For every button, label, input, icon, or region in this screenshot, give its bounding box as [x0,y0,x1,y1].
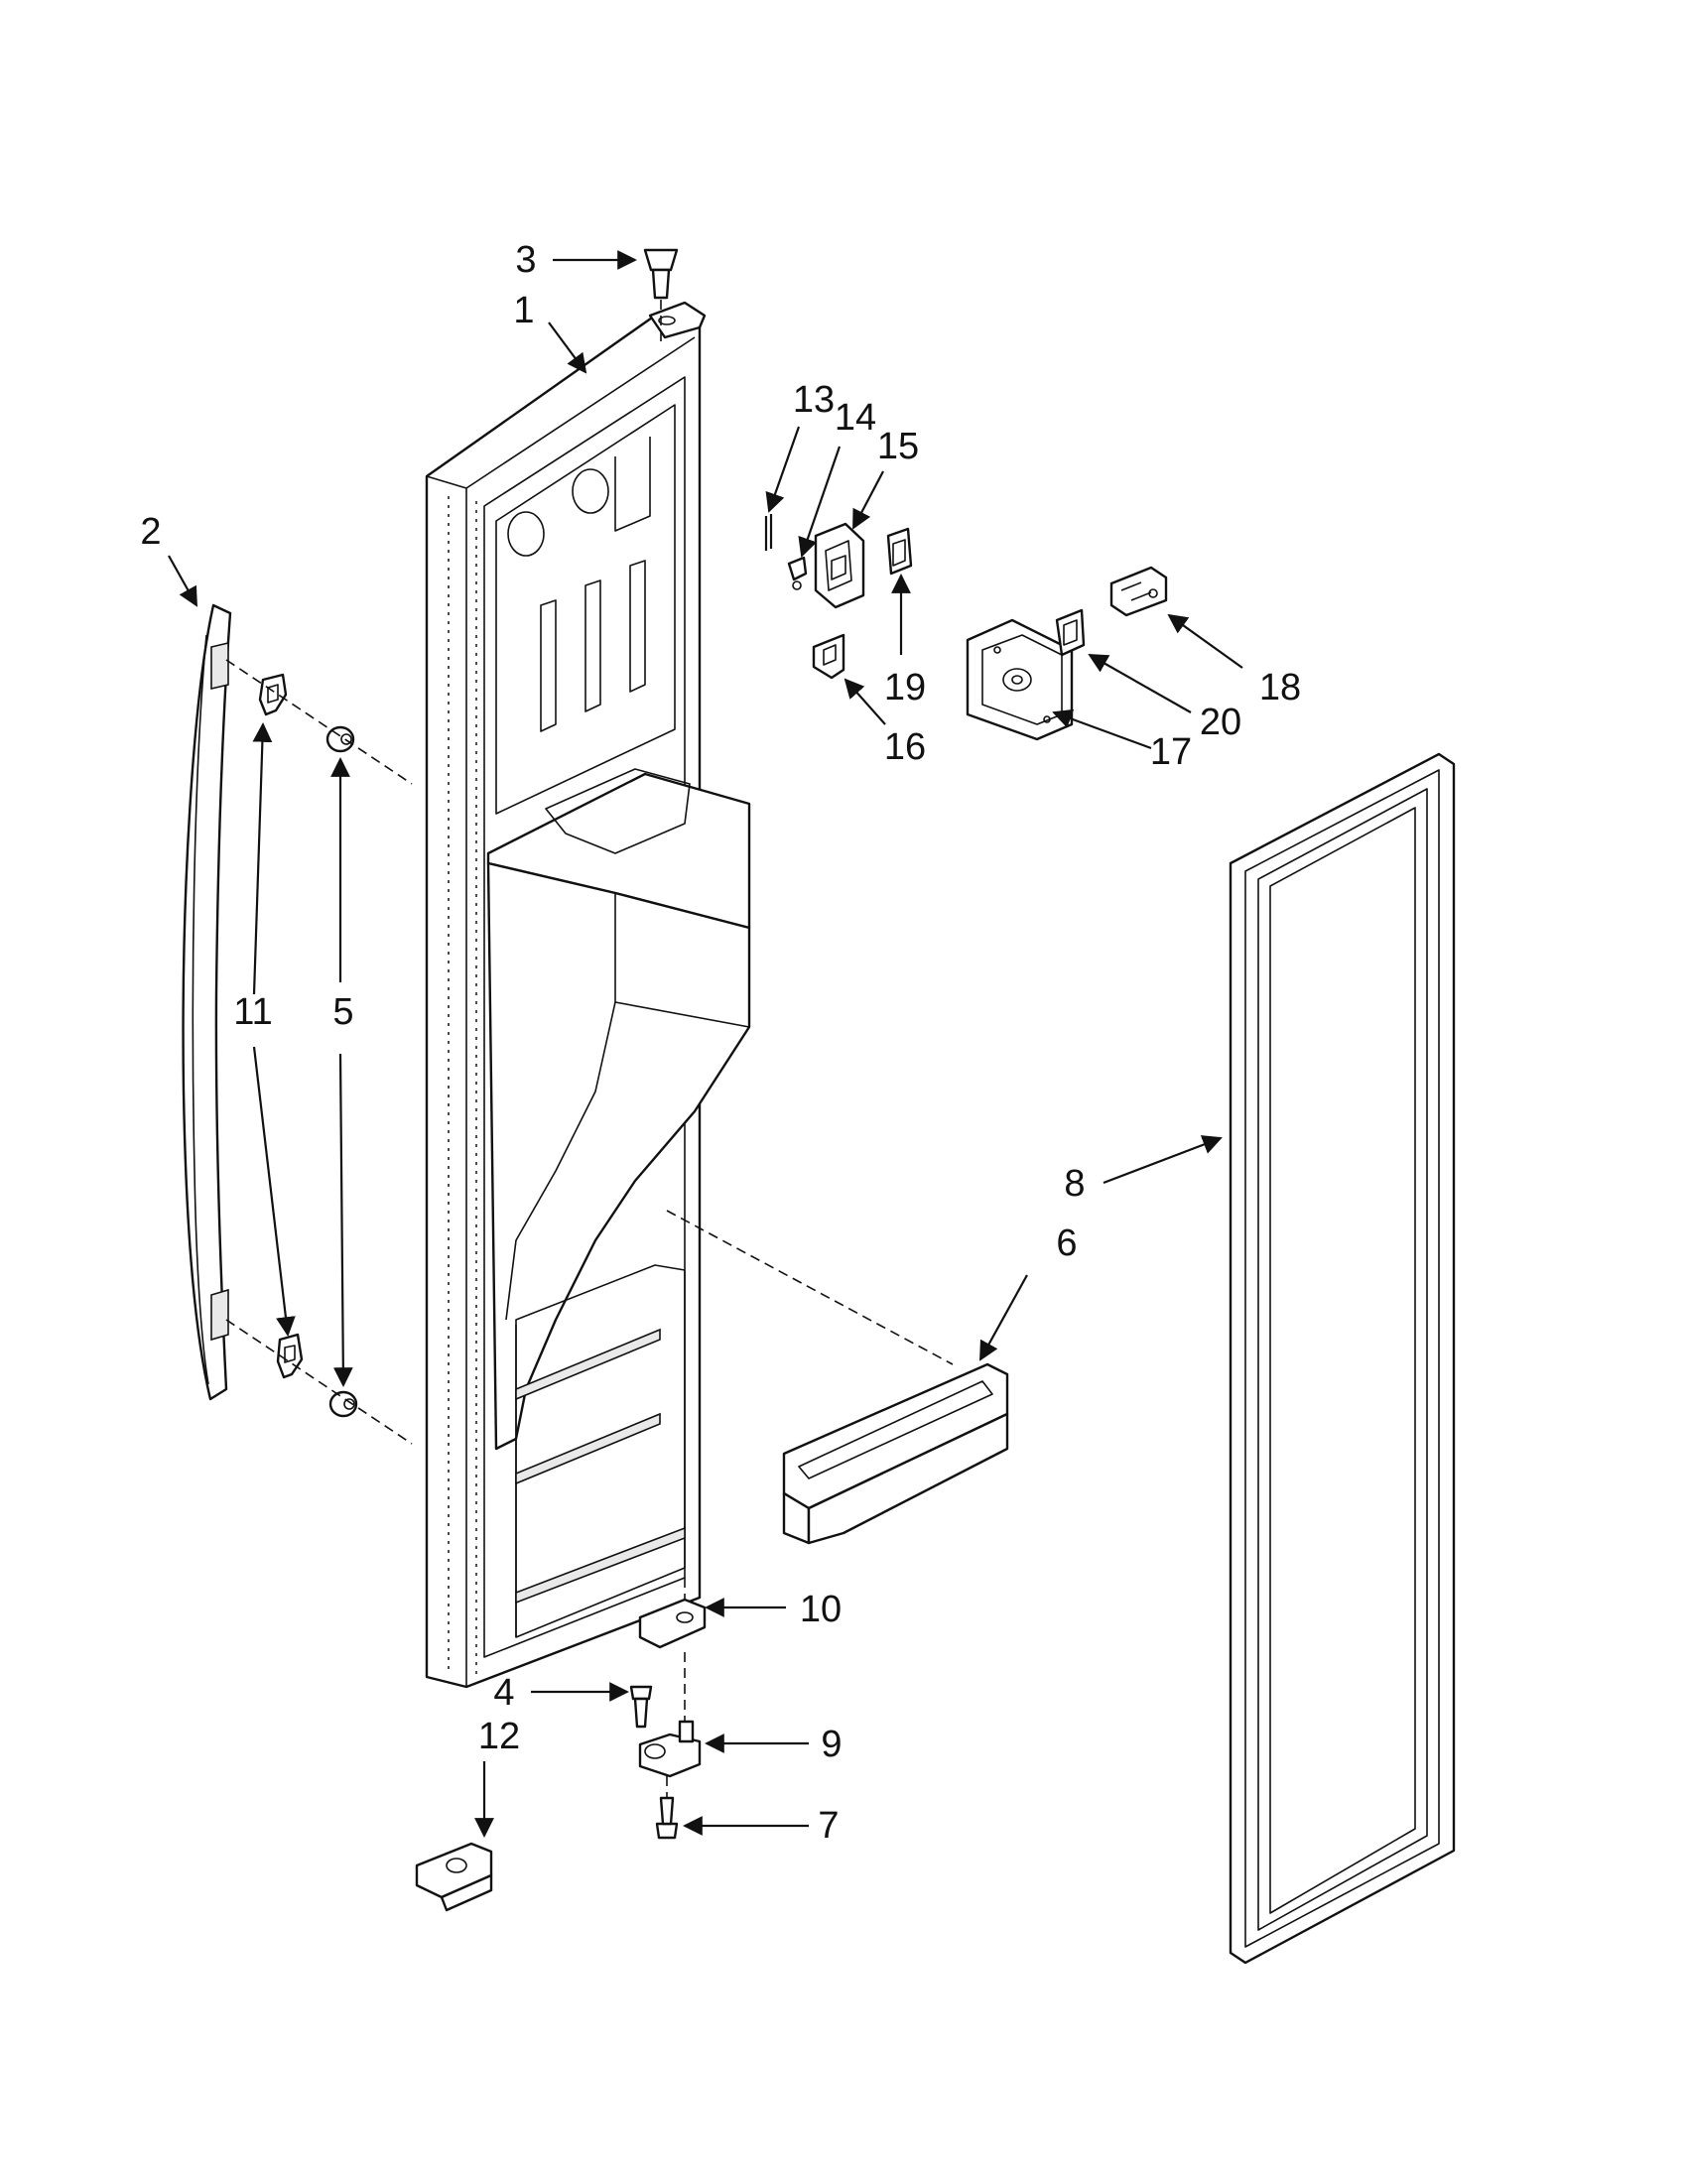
callout-7: 7 [818,1805,839,1847]
cover-part-19 [886,527,913,576]
bracket-part-16 [812,633,845,680]
clip-part-upper [258,673,288,716]
handle-part [182,603,232,1401]
switch-housing-part-15 [814,522,865,609]
callout-15: 15 [877,426,919,467]
screw-part-7 [655,1796,679,1840]
screw-part-4 [629,1685,653,1729]
screw-part-top [643,248,679,300]
callout-2: 2 [140,511,161,553]
callout-10: 10 [800,1589,842,1630]
hinge-part-9 [638,1720,702,1778]
callout-9: 9 [821,1724,842,1765]
callout-5: 5 [332,991,353,1033]
callout-3: 3 [515,239,536,281]
callout-16: 16 [884,726,926,768]
callout-17: 17 [1150,731,1192,773]
callout-12: 12 [478,1716,520,1757]
spacer-part-lower [328,1390,358,1418]
callout-6: 6 [1056,1222,1077,1264]
callout-20: 20 [1200,702,1241,743]
callout-18: 18 [1259,667,1301,708]
pin-part-13 [764,514,773,551]
callout-4: 4 [493,1672,514,1714]
callout-11: 11 [233,991,272,1033]
bracket-part-20 [1055,608,1086,657]
board-part-18 [1109,566,1168,617]
callout-1: 1 [513,290,534,331]
door-panel-part [425,301,751,1689]
shelf-bin-part [782,1362,1009,1545]
control-housing-part-17 [966,618,1074,741]
clip-part-14 [787,556,808,590]
gasket-part [1229,752,1456,1965]
callout-13: 13 [793,379,835,421]
spacer-part-upper [325,725,355,753]
callout-14: 14 [835,397,876,439]
leader-lines [168,250,1243,1838]
bracket-part-12 [415,1842,493,1912]
callout-19: 19 [884,667,926,708]
callout-8: 8 [1064,1163,1085,1205]
